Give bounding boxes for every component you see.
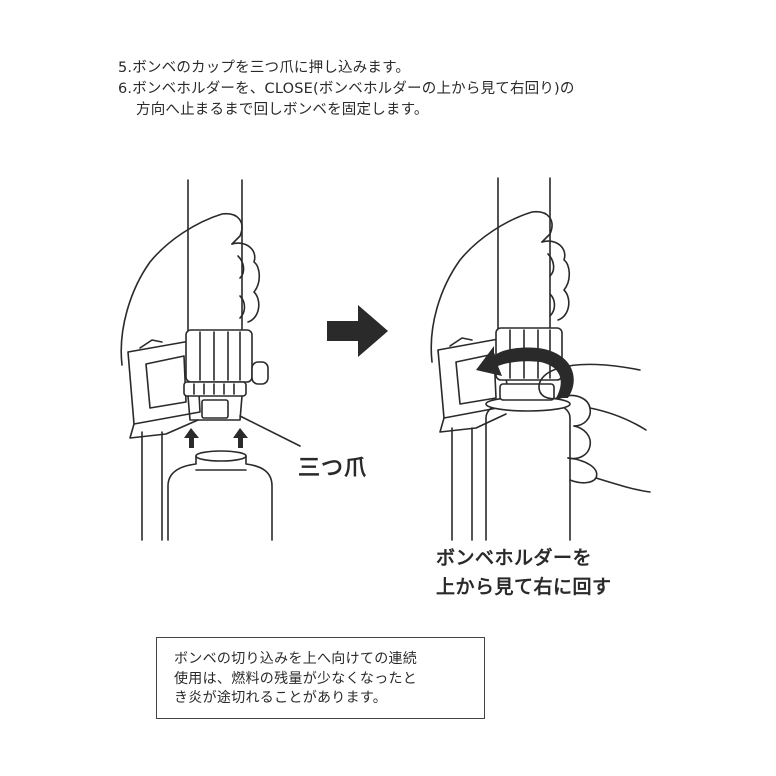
right-gas-canister <box>485 383 571 541</box>
rotation-arrow-icon <box>476 346 574 398</box>
three-claw-callout-label: 三つ爪 <box>298 456 368 481</box>
right-stand-pole <box>497 177 551 331</box>
right-top-hand <box>430 210 571 363</box>
left-figure-illustration <box>120 179 301 541</box>
next-step-arrow-icon <box>327 305 388 357</box>
right-lower-pole <box>451 427 473 541</box>
left-gas-canister <box>167 450 273 541</box>
left-hand <box>120 212 261 366</box>
step-5-text: 5.ボンベのカップを三つ爪に押し込みます。 <box>118 60 411 76</box>
right-bottom-hand <box>538 363 651 493</box>
claw-callout-line <box>239 415 301 447</box>
left-holder-ring <box>185 329 269 385</box>
step-6-text-line-1: 6.ボンベホルダーを、CLOSE(ボンベホルダーの上から見て右回り)の <box>118 81 575 97</box>
note-line-3: き炎が途切れることがあります。 <box>174 690 388 706</box>
left-three-claw-cup <box>183 381 247 421</box>
left-lower-pole <box>141 431 163 541</box>
push-up-arrows <box>184 428 248 448</box>
note-text: ボンベの切り込みを上へ向けての連続 使用は、燃料の残量が少なくなったと き炎が途… <box>174 650 417 709</box>
left-stand-pole <box>187 179 243 331</box>
rotate-caption-line-2: 上から見て右に回す <box>436 576 612 598</box>
note-line-2: 使用は、燃料の残量が少なくなったと <box>174 670 418 687</box>
note-line-1: ボンベの切り込みを上へ向けての連続 <box>174 651 418 667</box>
note-box <box>156 637 485 719</box>
instruction-text: 5.ボンベのカップを三つ爪に押し込みます。 6.ボンベホルダーを、CLOSE(ボ… <box>118 58 678 121</box>
step-6-text-line-2: 方向へ止まるまで回しボンベを固定します。 <box>136 102 429 118</box>
rotate-caption-line-1: ボンベホルダーを <box>436 547 593 569</box>
rotate-holder-caption: ボンベホルダーを 上から見て右に回す <box>436 544 612 602</box>
right-figure-illustration <box>430 177 651 541</box>
left-holder-bracket <box>127 339 201 439</box>
